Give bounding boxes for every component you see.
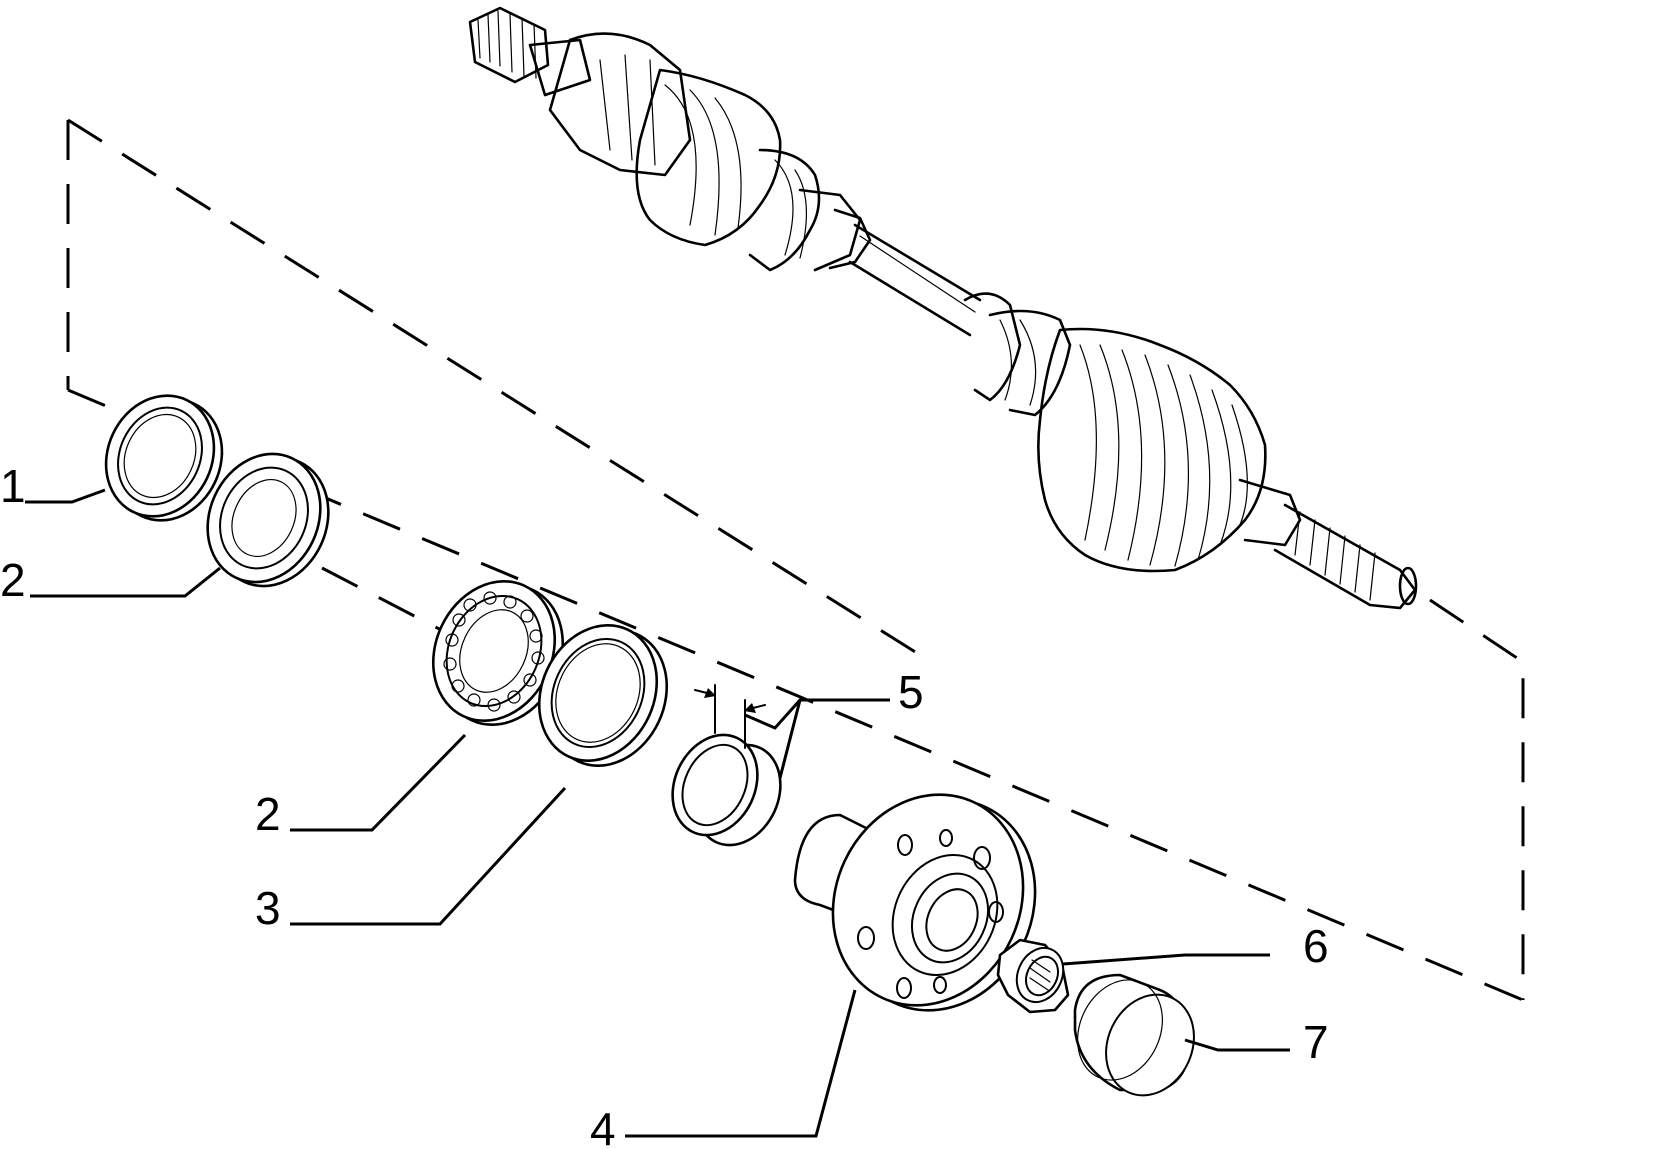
leader-6: [1062, 953, 1270, 966]
leader-3: [290, 786, 567, 926]
part-2-bearing-upper: [206, 452, 330, 588]
leader-4: [625, 989, 857, 1138]
part-3-seal-ring: [537, 623, 669, 768]
callout-4: 4: [590, 1103, 616, 1149]
callout-2-upper: 2: [0, 554, 26, 606]
drive-shaft-assembly: [468, 6, 1418, 610]
part-7-hub-cap: [1073, 973, 1195, 1097]
leader-lines: [25, 488, 1290, 1138]
part-6-hub-nut: [996, 938, 1070, 1014]
leader-7: [1184, 1038, 1290, 1052]
callout-6: 6: [1303, 920, 1329, 972]
leader-1: [25, 488, 106, 504]
callout-labels: 1 2 2 3 4 5 6 7: [0, 460, 1329, 1149]
leader-2a: [30, 566, 221, 598]
callout-2-lower: 2: [255, 788, 281, 840]
callout-1: 1: [0, 460, 26, 512]
bearing-balls: [443, 591, 545, 712]
part-4-wheel-hub: [793, 793, 1037, 1012]
leader-5: [744, 698, 890, 779]
callout-3: 3: [255, 882, 281, 934]
callout-7: 7: [1303, 1016, 1329, 1068]
leader-2b: [290, 733, 467, 832]
part-1-oil-seal: [104, 394, 224, 522]
callout-5: 5: [898, 666, 924, 718]
part-5-spacer: [671, 684, 782, 847]
